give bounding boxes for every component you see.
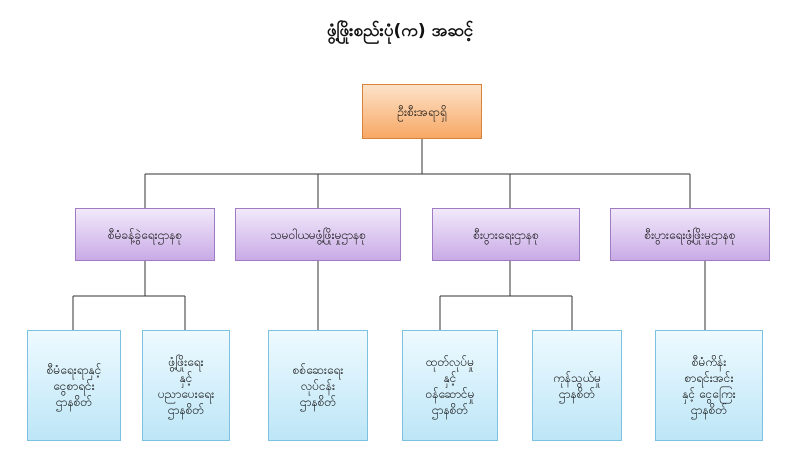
department-node-cooperative-development: သမဝါယမဖွံ့ဖြိုးမှုဌာနစု	[235, 208, 401, 261]
root-node: ဦးစီးအရာရှိ	[362, 84, 482, 139]
unit-node-planning-statistics-finance: စီမံကိန်း စာရင်းအင်း နှင့် ငွေကြေး ဌာနစိ…	[655, 330, 763, 441]
unit-node-trade: ကုန်သွယ်မှု ဌာနစိတ်	[532, 330, 622, 441]
unit-node-admin-accounts: စီမံရေးရာနှင့် ငွေစာရင်း ဌာနစိတ်	[27, 330, 121, 441]
unit-node-inspection: စစ်ဆေးရေး လုပ်ငန်း ဌာနစိတ်	[268, 330, 368, 441]
unit-node-development-education: ဖွံ့ဖြိုးရေး နှင့် ပညာပေးရေး ဌာနစိတ်	[142, 330, 230, 441]
department-node-economic-development: စီးပွားရေးဖွံ့ဖြိုးမှုဌာနစု	[610, 208, 770, 261]
department-node-economic: စီးပွားရေးဌာနစု	[432, 208, 580, 261]
chart-title: ဖွံ့ဖြိုးစည်းပုံ(က) အဆင့်	[326, 21, 474, 41]
unit-node-production-services: ထုတ်လုပ်မှု နှင့် ဝန်ဆောင်မှု ဌာနစိတ်	[402, 330, 498, 441]
department-node-administration: စီမံခန့်ခွဲရေးဌာနစု	[75, 208, 215, 261]
